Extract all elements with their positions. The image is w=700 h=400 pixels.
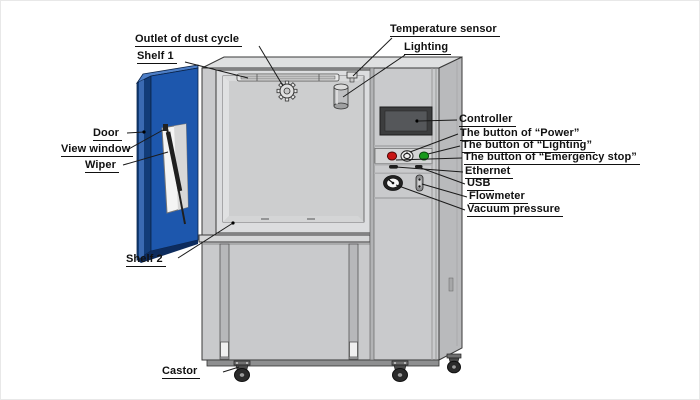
door-shape	[135, 64, 199, 263]
label-ethernet: Ethernet	[465, 165, 514, 179]
castor-wheel	[233, 360, 251, 382]
label-button-emergency-stop: The button of “Emergency stop”	[464, 151, 640, 165]
label-button-lighting: The button of “Lighting”	[462, 139, 596, 153]
label-lighting: Lighting	[404, 41, 452, 55]
dust-outlet-icon	[276, 80, 298, 102]
leader-lines	[122, 37, 468, 373]
label-outlet-of-dust-cycle: Outlet of dust cycle	[135, 33, 243, 47]
label-controller: Controller	[459, 113, 516, 127]
lower-panel	[198, 234, 371, 360]
temperature-sensor-mount	[346, 71, 358, 83]
label-usb: USB	[467, 177, 494, 191]
label-shelf-1: Shelf 1	[137, 50, 177, 64]
usb-port-shape	[415, 165, 423, 169]
castor-wheel	[391, 360, 409, 382]
label-button-power: The button of “Power”	[460, 127, 583, 141]
white-button-shape	[400, 150, 414, 162]
label-view-window: View window	[61, 143, 134, 157]
green-button-shape	[418, 151, 430, 161]
label-vacuum-pressure: Vacuum pressure	[467, 203, 564, 217]
lighting-lamp	[333, 83, 349, 110]
castors	[233, 353, 462, 382]
shelf1-rail	[236, 73, 340, 82]
label-flowmeter: Flowmeter	[469, 190, 528, 204]
castor-wheel	[446, 353, 462, 374]
label-door: Door	[93, 127, 123, 141]
ethernet-port-shape	[389, 165, 398, 169]
label-castor: Castor	[162, 365, 201, 379]
wiper-shape	[163, 124, 186, 225]
label-wiper: Wiper	[85, 159, 119, 173]
vacuum-gauge	[383, 175, 403, 191]
label-shelf-2: Shelf 2	[126, 253, 166, 267]
shelf2-band	[198, 234, 371, 243]
flowmeter-tube	[415, 174, 424, 192]
base-strip	[206, 359, 440, 367]
label-temperature-sensor: Temperature sensor	[390, 23, 500, 37]
power-red-button-shape	[386, 151, 398, 161]
